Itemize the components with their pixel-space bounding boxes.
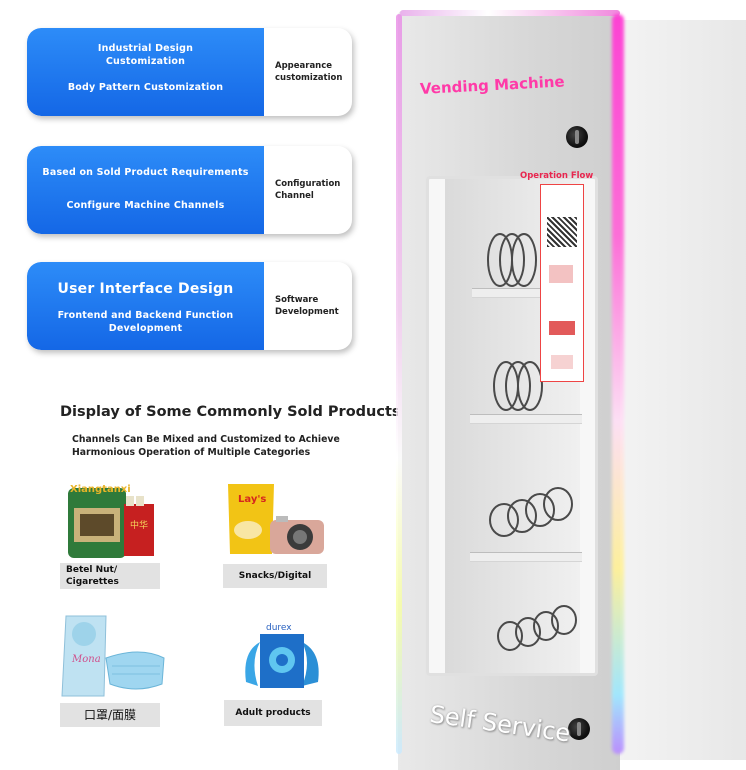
label-line: 口罩/面膜 <box>83 708 137 722</box>
card-line: Frontend and Backend Function <box>57 310 234 321</box>
feature-card-blue-panel: Based on Sold Product Requirements Confi… <box>27 146 264 234</box>
machine-led-right <box>612 14 624 754</box>
product-label-snacks: Snacks/Digital <box>223 564 327 588</box>
label-line: Cigarettes <box>66 577 119 587</box>
machine-shelf <box>470 414 582 424</box>
subheading-line: Harmonious Operation of Multiple Categor… <box>72 447 311 458</box>
machine-led-top <box>400 10 620 16</box>
operation-flow-sticker <box>540 184 584 382</box>
adult-brand-text: durex <box>266 623 292 633</box>
products-heading: Display of Some Commonly Sold Products <box>60 404 401 420</box>
product-label-adult: Adult products <box>224 700 322 726</box>
side-line: Development <box>275 307 339 317</box>
feature-card-software: User Interface Design Frontend and Backe… <box>27 262 352 350</box>
flow-step-icon <box>549 321 575 335</box>
products-subheading: Channels Can Be Mixed and Customized to … <box>72 433 340 459</box>
label-line: Snacks/Digital <box>238 571 312 581</box>
feature-card-blue-panel: User Interface Design Frontend and Backe… <box>27 262 264 350</box>
machine-side-panel <box>620 20 746 760</box>
card-line: Development <box>108 323 183 334</box>
lock-icon <box>568 718 590 740</box>
betel-brand-text: Xiangtanxi <box>70 484 131 495</box>
product-label-mask: 口罩/面膜 <box>60 703 160 727</box>
side-line: Configuration Channel <box>275 179 341 201</box>
cigarette-box-text: 中华 <box>130 519 148 531</box>
machine-shelf <box>472 288 582 298</box>
side-line: customization <box>275 73 343 83</box>
card-line: Configure Machine Channels <box>66 200 225 211</box>
card-title: User Interface Design <box>57 281 234 297</box>
feature-card-blue-panel: Industrial Design Customization Body Pat… <box>27 28 264 116</box>
card-line: Body Pattern Customization <box>67 82 224 93</box>
feature-card-appearance: Industrial Design Customization Body Pat… <box>27 28 352 116</box>
chips-brand-text: Lay's <box>238 494 266 505</box>
side-line: Software <box>275 295 319 305</box>
product-label-betel: Betel Nut/ Cigarettes <box>60 563 160 589</box>
adult-products-image: durex <box>240 612 324 698</box>
spiral-coils <box>487 233 577 651</box>
operation-flow-label: Operation Flow <box>520 171 594 181</box>
card-line: Customization <box>105 56 186 67</box>
flow-step-icon <box>549 265 573 283</box>
feature-card-side-label: Software Development <box>275 262 352 350</box>
machine-led-left <box>396 14 402 754</box>
label-line: Betel Nut/ <box>66 565 118 575</box>
card-line: Based on Sold Product Requirements <box>42 167 249 178</box>
qr-code-icon <box>547 217 577 247</box>
snacks-camera-image: Lay's <box>224 480 328 560</box>
label-line: Adult products <box>235 708 311 718</box>
betel-nut-cigarettes-image: 中华 Xiangtanxi <box>66 478 162 562</box>
lock-icon <box>566 126 588 148</box>
mask-facemask-image: Mona <box>60 612 170 702</box>
feature-card-configuration: Based on Sold Product Requirements Confi… <box>27 146 352 234</box>
feature-card-side-label: Configuration Channel <box>275 146 352 234</box>
mask-brand-text: Mona <box>71 654 101 665</box>
side-line: Appearance <box>275 61 333 71</box>
subheading-line: Channels Can Be Mixed and Customized to … <box>72 434 340 445</box>
machine-shelf <box>470 552 582 562</box>
feature-card-side-label: Appearance customization <box>275 28 352 116</box>
card-line: Industrial Design <box>97 43 194 54</box>
flow-step-icon <box>551 355 573 369</box>
